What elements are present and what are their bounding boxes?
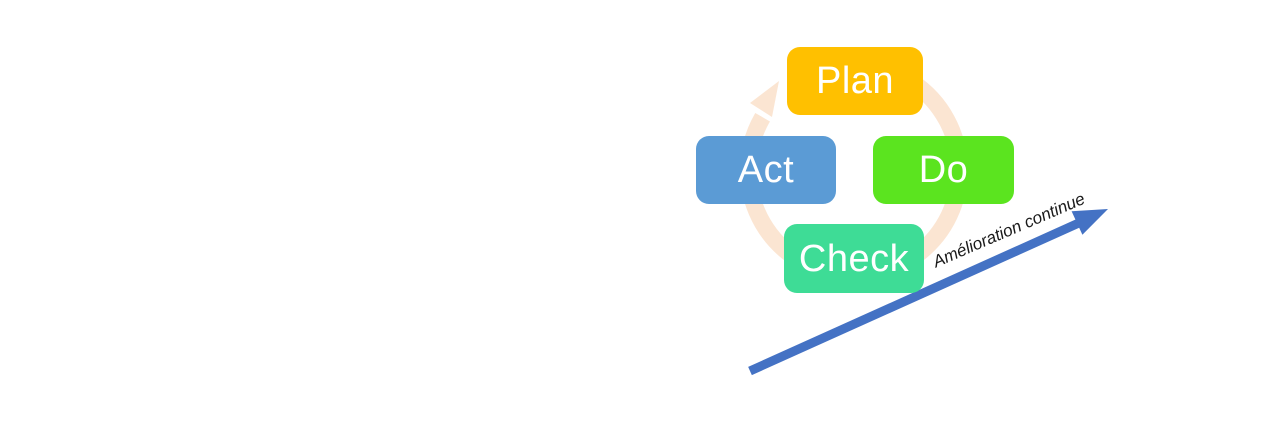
step-act: Act	[696, 136, 836, 204]
step-plan-label: Plan	[815, 60, 895, 102]
step-do: Do	[873, 136, 1014, 204]
step-act-label: Act	[737, 149, 795, 191]
cycle-ring-arrowhead-icon	[750, 81, 779, 117]
step-do-label: Do	[918, 149, 969, 191]
step-plan: Plan	[787, 47, 923, 115]
improvement-arrow-head-icon	[1071, 209, 1108, 235]
step-check: Check	[784, 224, 924, 293]
step-check-label: Check	[798, 237, 910, 280]
improvement-arrow-shaft	[748, 217, 1083, 376]
